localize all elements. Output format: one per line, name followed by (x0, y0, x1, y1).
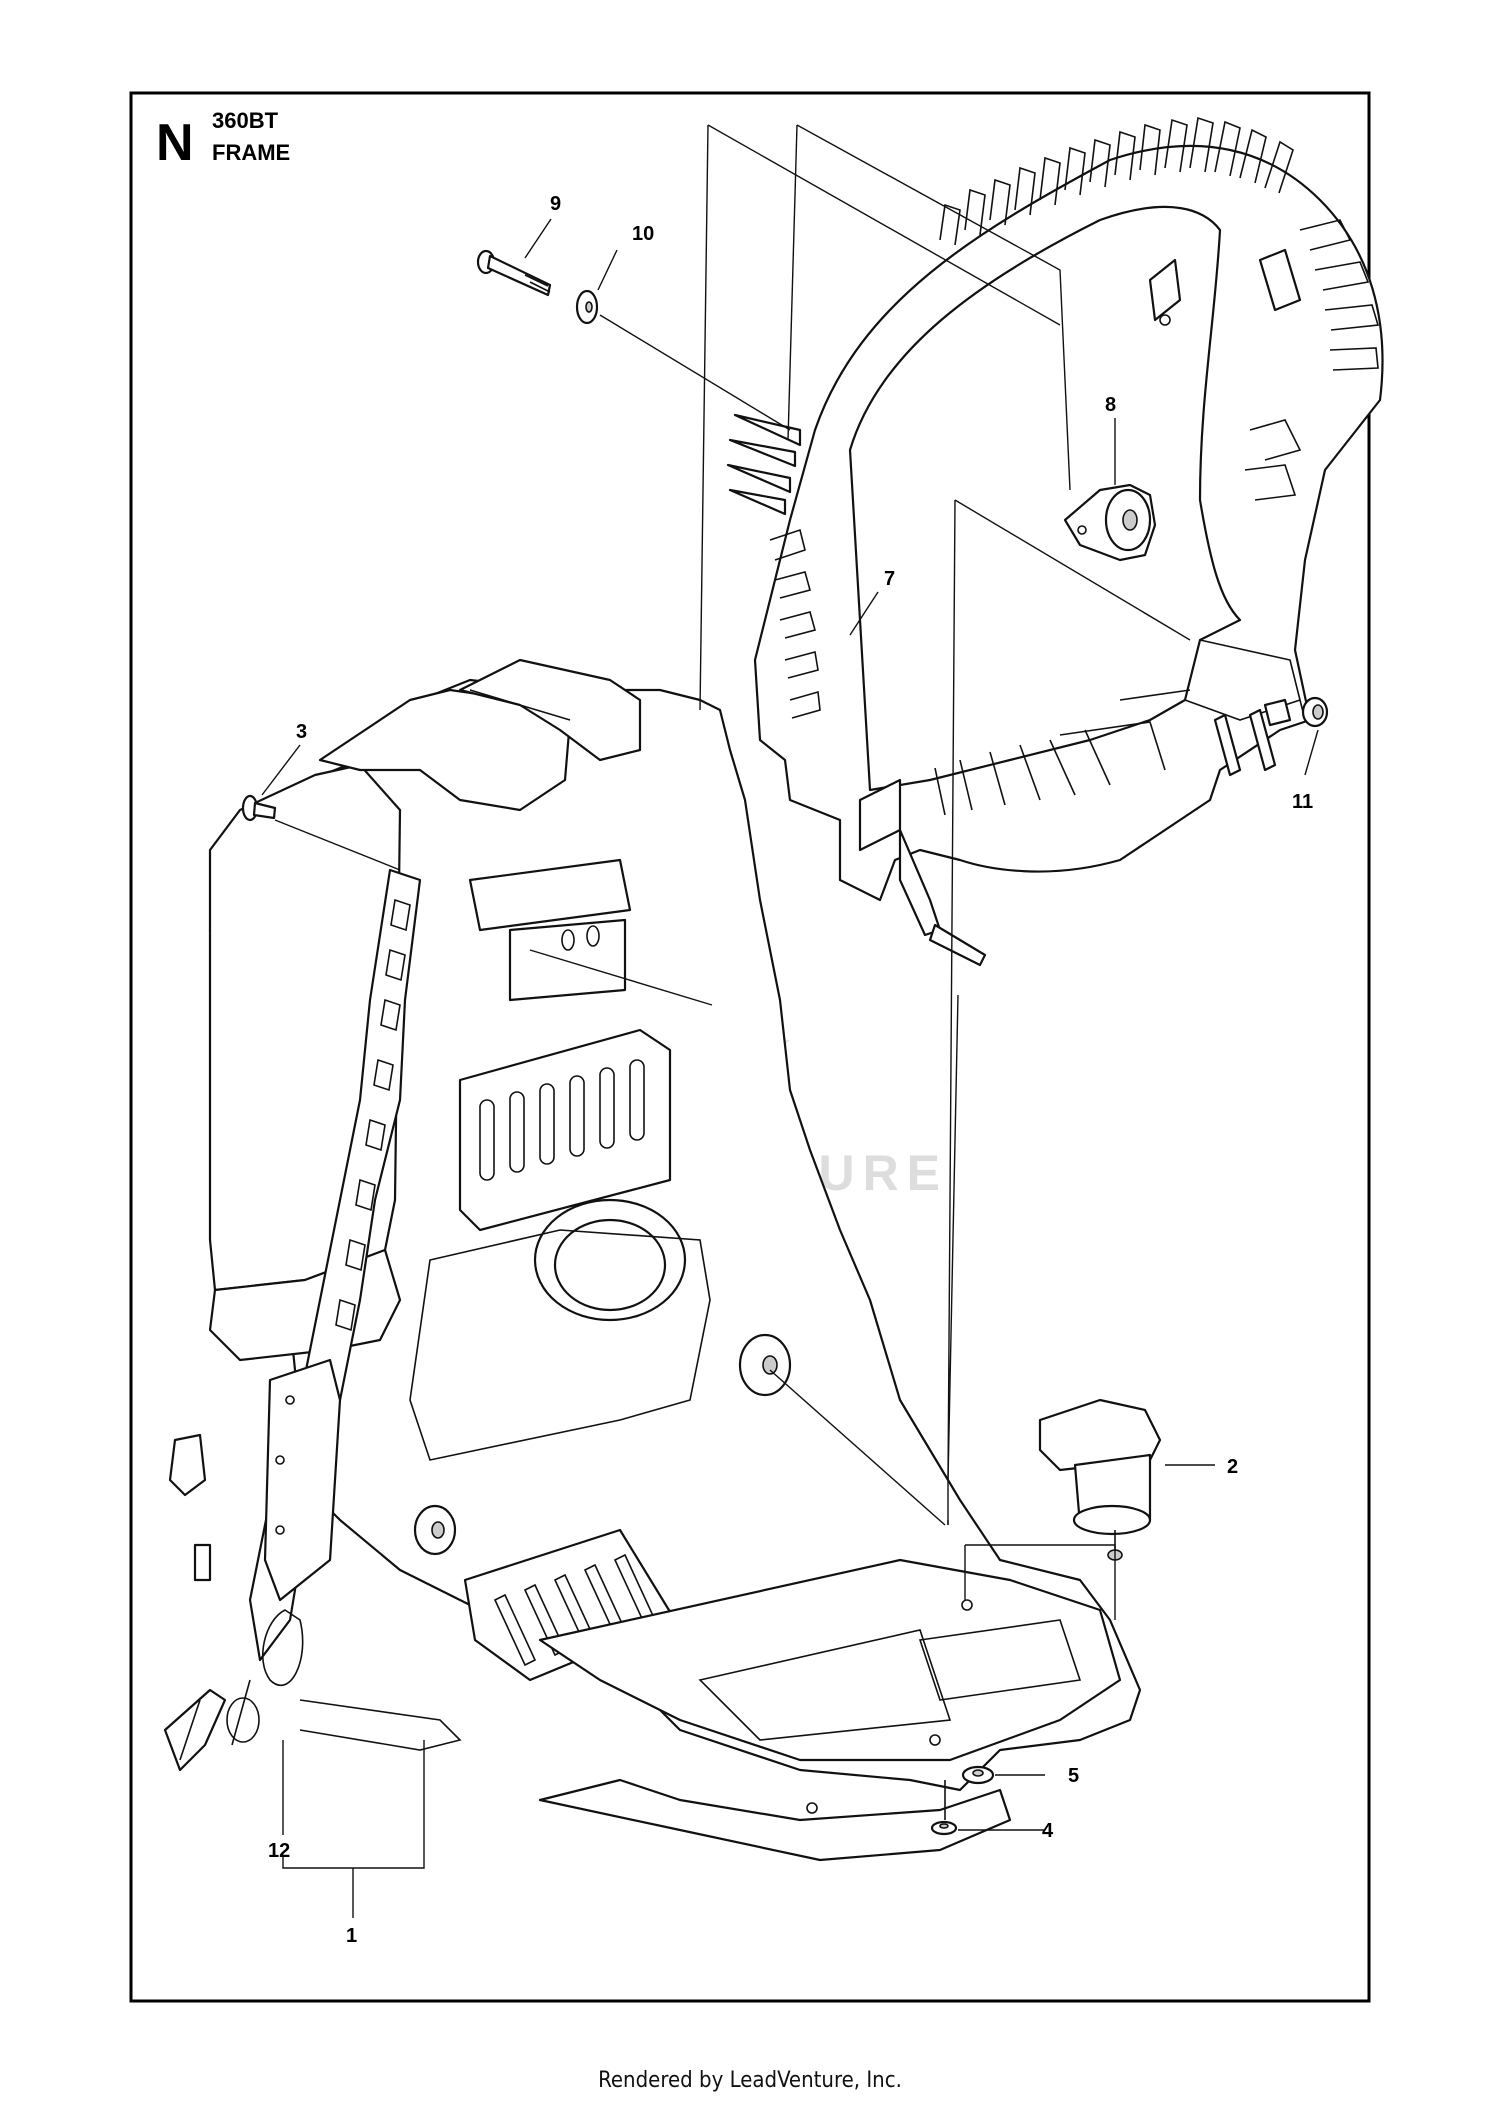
part-4-screw (930, 1780, 958, 1836)
vent-slots-upper (479, 1059, 645, 1181)
part-10-washer (575, 289, 599, 325)
strap-adjust-slots (335, 898, 411, 1332)
footer-credit: Rendered by LeadVenture, Inc. (598, 2068, 902, 2093)
callout-12: 12 (268, 1840, 290, 1862)
callout-2: 2 (1227, 1456, 1238, 1478)
diagram-border (129, 91, 1371, 2003)
diagram-title: FRAME (212, 140, 290, 165)
callout-7: 7 (884, 568, 895, 590)
part-1-backpack-frame (163, 658, 1142, 1862)
model-number: 360BT (212, 108, 279, 133)
part-3-screw (241, 794, 277, 822)
cooling-fins-left (726, 413, 821, 719)
fan-housing-back-plate (726, 116, 1384, 967)
callout-8: 8 (1105, 394, 1116, 416)
part-11-grommet (1301, 696, 1329, 728)
callout-10: 10 (632, 223, 654, 245)
part-8-rubber-mount (1063, 483, 1157, 562)
cooling-fins-right (1244, 219, 1380, 501)
callout-11: 11 (1292, 791, 1313, 813)
callout-4: 4 (1042, 1820, 1054, 1842)
section-letter: N (156, 114, 194, 172)
callout-3: 3 (296, 721, 307, 743)
callout-1: 1 (346, 1925, 357, 1947)
leader-lines (261, 124, 1319, 1918)
cooling-fins-top (939, 116, 1294, 246)
mounting-feet (858, 708, 1277, 967)
callout-5: 5 (1068, 1765, 1079, 1787)
part-2-rubber-foot (1038, 1398, 1162, 1561)
part-9-bolt (476, 249, 552, 297)
cooling-fins-bottom (934, 689, 1191, 816)
part-5-washer (961, 1765, 995, 1785)
part-12-clip (226, 1609, 304, 1746)
callout-9: 9 (550, 193, 561, 215)
